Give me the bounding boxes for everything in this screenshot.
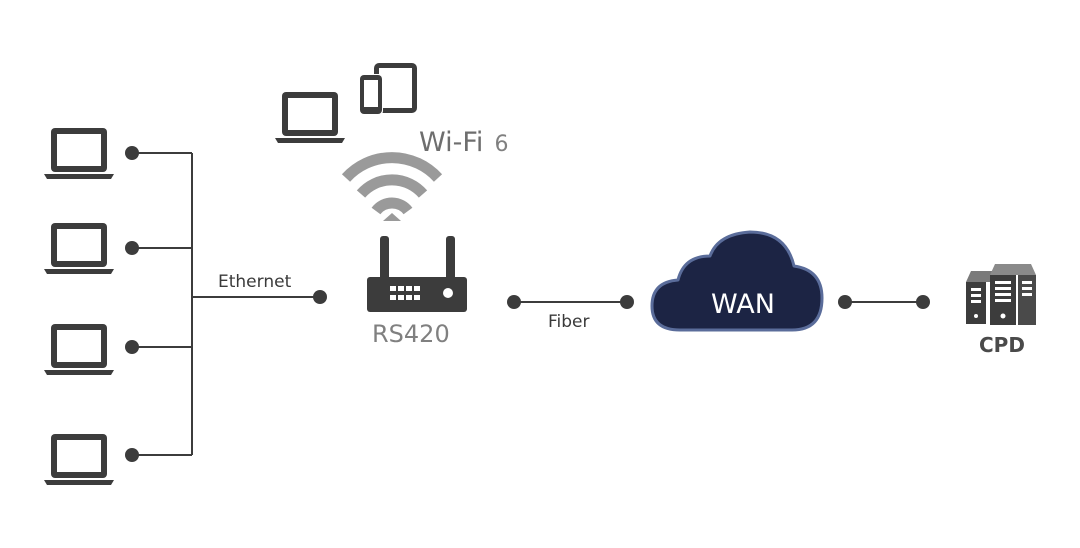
laptop-icon: [44, 434, 114, 485]
wifi-label: Wi-Fi 6: [419, 127, 509, 158]
laptop-icon: [44, 128, 114, 179]
wifi-icon: [341, 152, 443, 221]
wan-label: WAN: [711, 289, 775, 320]
laptop-icon: [275, 92, 345, 143]
router-label: RS420: [372, 320, 450, 348]
fiber-label: Fiber: [548, 312, 590, 332]
fiber-link: [507, 295, 634, 309]
connector-dots: [125, 146, 327, 462]
laptop-icon: [44, 324, 114, 375]
ethernet-bus: [132, 152, 320, 456]
cloud-icon: [650, 230, 824, 332]
cpd-label: CPD: [979, 333, 1025, 357]
ethernet-label: Ethernet: [218, 272, 292, 292]
phone-icon: [359, 74, 383, 115]
router-icon: [367, 236, 467, 312]
tablet-icon: [374, 63, 417, 113]
server-rack-icon: [966, 264, 1036, 325]
laptop-icon: [44, 223, 114, 274]
wan-link: [838, 295, 930, 309]
